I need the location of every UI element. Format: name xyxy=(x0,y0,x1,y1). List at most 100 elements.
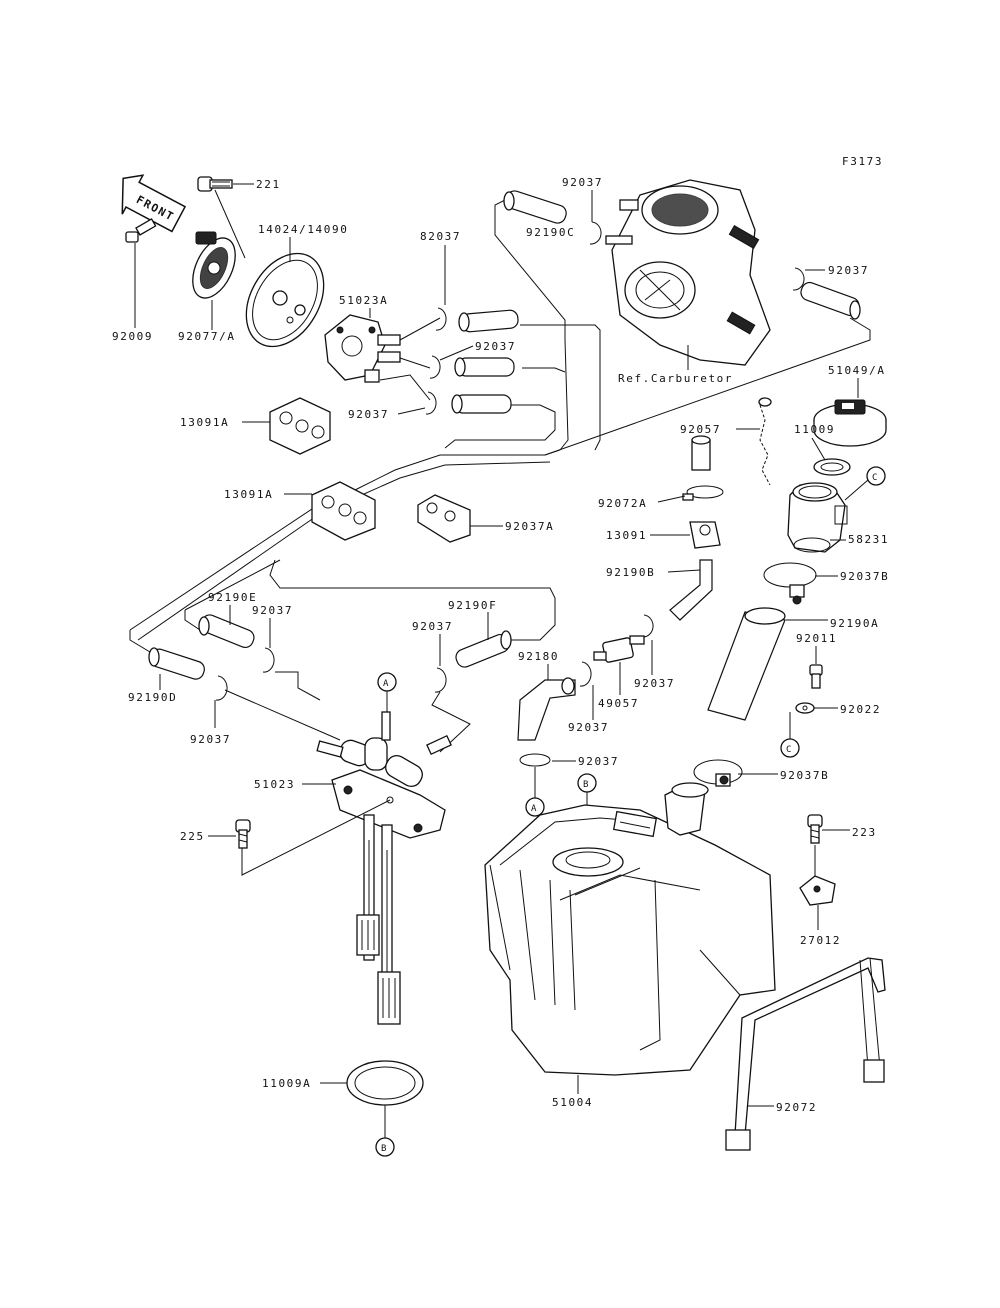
label-92037-f: 92037 xyxy=(412,620,453,633)
label-51049-a: 51049/A xyxy=(828,364,886,377)
ref-b-bottom-label: B xyxy=(381,1144,386,1154)
label-92011: 92011 xyxy=(796,632,837,645)
label-225: 225 xyxy=(180,830,205,843)
clamp-92037-a xyxy=(429,355,441,379)
fuel-pump-51023a xyxy=(324,314,401,383)
label-92037a: 92037A xyxy=(505,520,554,533)
label-92037-h: 92037 xyxy=(568,721,609,734)
band-clamp-92037b-2 xyxy=(693,759,743,787)
fitting-top xyxy=(691,435,711,471)
clip-92037a xyxy=(417,494,471,543)
front-arrow-icon: FRONT xyxy=(121,174,187,233)
washer-92022 xyxy=(795,702,815,714)
bracket-27012 xyxy=(799,875,836,906)
label-92037-d: 92037 xyxy=(190,733,231,746)
clip-13091a-2 xyxy=(311,481,376,541)
clamp-92037-carb-right xyxy=(792,267,805,291)
clamp-92037-carb-top xyxy=(589,221,602,245)
pickup-tubes xyxy=(356,814,401,1025)
ref-marker-a-bottom: A xyxy=(525,797,545,817)
fuel-line-routing xyxy=(129,199,871,656)
label-92190a: 92190A xyxy=(830,617,879,630)
label-11009a: 11009A xyxy=(262,1077,311,1090)
label-92037-e: 92037 xyxy=(252,604,293,617)
strap-92072 xyxy=(725,957,886,1151)
label-49057: 49057 xyxy=(598,697,639,710)
pulley-cover-14024 xyxy=(245,252,325,348)
label-92037b-1: 92037B xyxy=(840,570,889,583)
band-clamp-92037b-1 xyxy=(763,562,817,605)
label-92037-carb-top: 92037 xyxy=(562,176,603,189)
label-92190e: 92190E xyxy=(208,591,257,604)
clamp-92037-b xyxy=(425,391,437,415)
label-13091a-1: 13091A xyxy=(180,416,229,429)
hose-92180 xyxy=(517,677,576,741)
label-ref-carburetor: Ref.Carburetor xyxy=(618,372,733,385)
bolt-223 xyxy=(807,814,823,844)
label-92072a: 92072A xyxy=(598,497,647,510)
label-58231: 58231 xyxy=(848,533,889,546)
ref-c-bottom-label: C xyxy=(786,745,791,755)
bolt-225 xyxy=(235,819,251,849)
clip-13091 xyxy=(689,521,721,549)
label-92037-g: 92037 xyxy=(634,677,675,690)
label-13091: 13091 xyxy=(606,529,647,542)
hose-92190b xyxy=(669,559,713,621)
ref-b-top-label: B xyxy=(583,780,588,790)
ref-marker-c-top: C xyxy=(866,466,886,486)
label-51023a: 51023A xyxy=(339,294,388,307)
label-82037: 82037 xyxy=(420,230,461,243)
gasket-11009 xyxy=(813,458,851,476)
ref-marker-b-bottom: B xyxy=(375,1137,395,1157)
ref-a-bottom-label: A xyxy=(531,804,537,814)
label-92180: 92180 xyxy=(518,650,559,663)
ref-marker-c-bottom: C xyxy=(780,738,800,758)
label-92072: 92072 xyxy=(776,1101,817,1114)
label-92037-i: 92037 xyxy=(578,755,619,768)
label-92037-carb-right: 92037 xyxy=(828,264,869,277)
hose-short-1 xyxy=(458,309,519,333)
gasket-11009a xyxy=(346,1060,424,1106)
label-92190b: 92190B xyxy=(606,566,655,579)
hose-short-3 xyxy=(451,394,512,414)
filler-neck-58231 xyxy=(787,482,848,553)
clamp-92037-d xyxy=(215,675,228,701)
label-92190d: 92190D xyxy=(128,691,177,704)
ref-a-top-label: A xyxy=(383,679,389,689)
label-92022: 92022 xyxy=(840,703,881,716)
label-92077-a: 92077/A xyxy=(178,330,236,343)
impeller-92077 xyxy=(192,231,236,299)
fuel-tank-51004 xyxy=(484,782,776,1076)
hose-short-2 xyxy=(454,357,515,377)
hose-92190f xyxy=(455,630,512,668)
figure-code: F3173 xyxy=(842,155,883,168)
check-valve-49057 xyxy=(593,635,645,663)
ref-marker-a-top: A xyxy=(377,672,397,692)
clamp-92037-e xyxy=(262,647,275,673)
tether-92057 xyxy=(758,397,772,486)
label-51004: 51004 xyxy=(552,1096,593,1109)
label-92190f: 92190F xyxy=(448,599,497,612)
label-221: 221 xyxy=(256,178,281,191)
label-13091a-2: 13091A xyxy=(224,488,273,501)
label-92009: 92009 xyxy=(112,330,153,343)
label-27012: 27012 xyxy=(800,934,841,947)
clamp-92072a xyxy=(682,485,724,501)
label-11009: 11009 xyxy=(794,423,835,436)
ref-c-top-label: C xyxy=(872,473,877,483)
label-92057: 92057 xyxy=(680,423,721,436)
label-92037-b: 92037 xyxy=(348,408,389,421)
clamp-92037-i xyxy=(519,753,551,767)
screw-221 xyxy=(197,176,233,192)
clip-13091a-1 xyxy=(269,397,331,455)
carburetor xyxy=(605,179,771,366)
label-223: 223 xyxy=(852,826,877,839)
clamp-82037 xyxy=(435,307,447,331)
ref-marker-b-top: B xyxy=(577,773,597,793)
label-14024-14090: 14024/14090 xyxy=(258,223,348,236)
hose-92190e xyxy=(198,614,255,649)
label-51023: 51023 xyxy=(254,778,295,791)
clamp-92037-g xyxy=(641,614,654,638)
